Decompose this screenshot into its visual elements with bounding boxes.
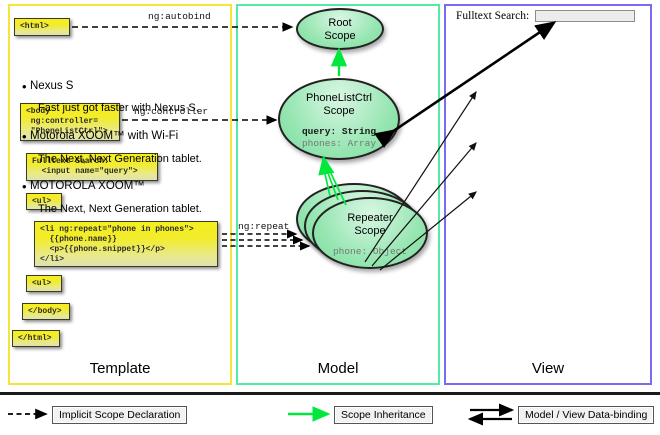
legend-label-scope-inheritance: Scope Inheritance	[334, 406, 433, 424]
code-box-fulltext-search: Fulltext Search: <input name="query">	[26, 153, 158, 181]
legend-label-implicit-scope-declaration: Implicit Scope Declaration	[52, 406, 188, 424]
view-bullet-1: •	[22, 79, 27, 94]
scope-repeater-title-2: Scope	[354, 225, 386, 237]
scope-phonelistctrl-title-1: PhoneListCtrl	[305, 92, 373, 104]
view-search-input[interactable]	[535, 10, 636, 22]
code-box-li-repeat: <li ng:repeat="phone in phones"> {{phone…	[34, 221, 218, 267]
scope-phonelistctrl-prop-query: query: String	[301, 126, 377, 137]
panel-label-view: View	[531, 360, 565, 377]
connector-label-ng-autobind: ng:autobind	[148, 11, 211, 22]
view-rendered-output: Fulltext Search:	[452, 10, 648, 22]
view-phone-snippet-1: Fast just got faster with Nexus S.	[38, 102, 199, 114]
view-bullet-2: •	[22, 129, 27, 144]
panel-view: View	[444, 4, 652, 385]
code-box-body-open: <body ng:controller= "PhoneListCtrl">	[20, 103, 120, 141]
view-phone-name-3: MOTOROLA XOOM™	[30, 180, 145, 192]
scope-root: Root Scope	[296, 8, 384, 50]
view-bullet-3: •	[22, 179, 27, 194]
scope-phonelistctrl-title-2: Scope	[323, 105, 355, 117]
code-box-html-close: </html>	[12, 330, 60, 347]
view-search-label: Fulltext Search:	[456, 10, 530, 22]
connector-label-ng-repeat: ng:repeat	[238, 221, 290, 232]
view-phone-snippet-2: The Next, Next Generation tablet.	[38, 153, 202, 165]
scope-repeater-prop-phone: phone: Object	[332, 246, 408, 257]
view-phone-snippet-3: The Next, Next Generation tablet.	[38, 203, 202, 215]
legend-label-model-view-data-binding: Model / View Data-binding	[518, 406, 655, 424]
code-box-body-close: </body>	[22, 303, 70, 320]
connector-label-ng-controller: ng:controller	[134, 106, 209, 117]
scope-root-title-1: Root	[328, 17, 352, 29]
scope-phonelistctrl-prop-phones: phones: Array	[301, 138, 377, 149]
view-search-row: Fulltext Search:	[456, 10, 648, 22]
scope-repeater-front: Repeater Scope phone: Object	[312, 197, 428, 269]
panel-label-model: Model	[317, 360, 359, 377]
code-box-ul-close: <ul>	[26, 275, 62, 292]
code-box-ul-open: <ul>	[26, 193, 62, 210]
scope-root-title-2: Scope	[324, 30, 356, 42]
legend-divider	[0, 392, 660, 395]
panel-label-template: Template	[89, 360, 151, 377]
legend-arrow-layer	[8, 403, 515, 426]
scope-repeater-title-1: Repeater	[347, 212, 393, 224]
view-phone-name-2: Motorola XOOM™ with Wi-Fi	[30, 130, 179, 142]
code-box-html-open: <html>	[14, 18, 70, 36]
view-phone-name-1: Nexus S	[30, 80, 74, 92]
scope-phonelistctrl: PhoneListCtrl Scope query: String phones…	[278, 78, 400, 160]
